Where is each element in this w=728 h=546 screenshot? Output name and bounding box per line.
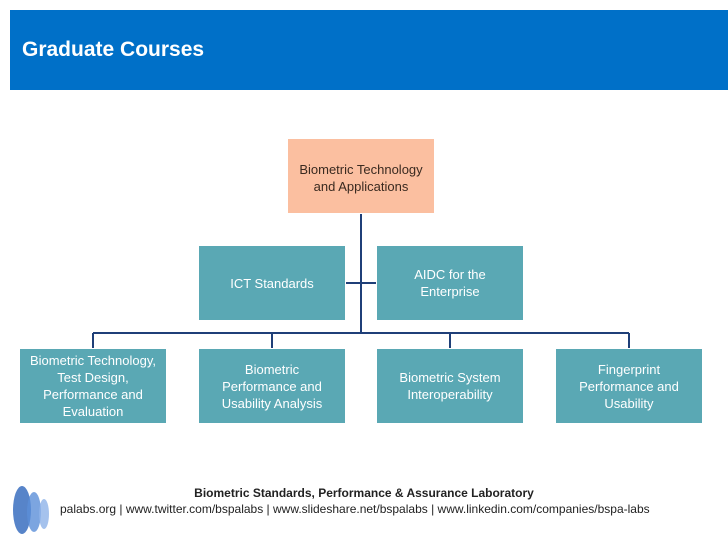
footer-title: Biometric Standards, Performance & Assur… (194, 486, 534, 500)
node-label: ICT Standards (230, 275, 314, 291)
node-root: Biometric Technology and Applications (287, 138, 435, 214)
node-biometric-technology-test-design: Biometric Technology, Test Design, Perfo… (19, 348, 167, 424)
node-label: AIDC for the Enterprise (414, 267, 486, 299)
node-biometric-performance-usability: Biometric Performance and Usability Anal… (198, 348, 346, 424)
node-label: Biometric System Interoperability (399, 370, 501, 402)
page-title: Graduate Courses (22, 38, 205, 61)
node-aidc-enterprise: AIDC for the Enterprise (376, 245, 524, 321)
node-label: Fingerprint Performance and Usability (579, 361, 679, 411)
node-label: Biometric Technology, Test Design, Perfo… (30, 353, 156, 419)
lab-logo-icon (13, 486, 49, 534)
node-label: Biometric Performance and Usability Anal… (221, 361, 323, 411)
node-root-label: Biometric Technology and Applications (299, 162, 423, 194)
node-biometric-system-interoperability: Biometric System Interoperability (376, 348, 524, 424)
footer-links: palabs.org | www.twitter.com/bspalabs | … (60, 502, 650, 516)
node-ict-standards: ICT Standards (198, 245, 346, 321)
title-bar: Graduate Courses (10, 10, 728, 90)
node-fingerprint-performance: Fingerprint Performance and Usability (555, 348, 703, 424)
